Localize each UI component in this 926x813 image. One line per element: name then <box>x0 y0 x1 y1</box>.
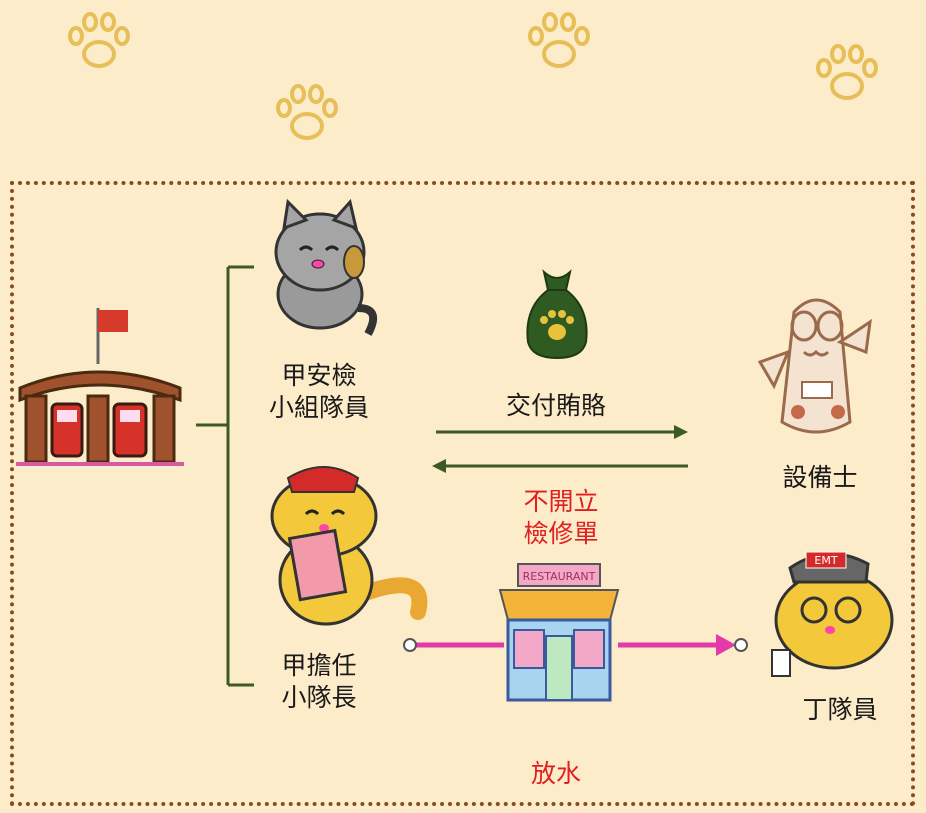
bribe-arrow <box>436 425 688 439</box>
fire-station-icon <box>16 308 184 466</box>
orange-cat-leader-icon <box>270 466 428 626</box>
tree-bracket <box>196 265 254 687</box>
squad-leader-label: 甲擔任 小隊長 <box>281 651 357 712</box>
paw-print-icon <box>68 12 130 68</box>
emt-cat-icon: EMT <box>771 551 894 677</box>
diagram-frame <box>10 181 915 806</box>
return-arrow <box>432 459 688 473</box>
money-bag-icon <box>526 269 588 360</box>
release-label: 放水 <box>530 759 581 788</box>
no-repair-order-label: 不開立 檢修單 <box>523 487 599 548</box>
paw-print-icon <box>276 84 338 140</box>
emt-badge-text: EMT <box>814 554 837 567</box>
bribe-label: 交付賄賂 <box>505 391 606 420</box>
restaurant-icon: RESTAURANT <box>498 563 620 702</box>
restaurant-sign-text: RESTAURANT <box>523 570 596 583</box>
equipment-vendor-label: 設備士 <box>782 463 858 492</box>
paw-print-icon <box>816 44 878 100</box>
gray-cat-icon <box>274 198 378 336</box>
device-vendor-icon <box>757 298 872 434</box>
member-d-label: 丁隊員 <box>802 695 878 724</box>
member-a-label: 甲安檢 小組隊員 <box>268 361 369 422</box>
paw-print-icon <box>528 12 590 68</box>
release-arrow <box>403 634 748 656</box>
